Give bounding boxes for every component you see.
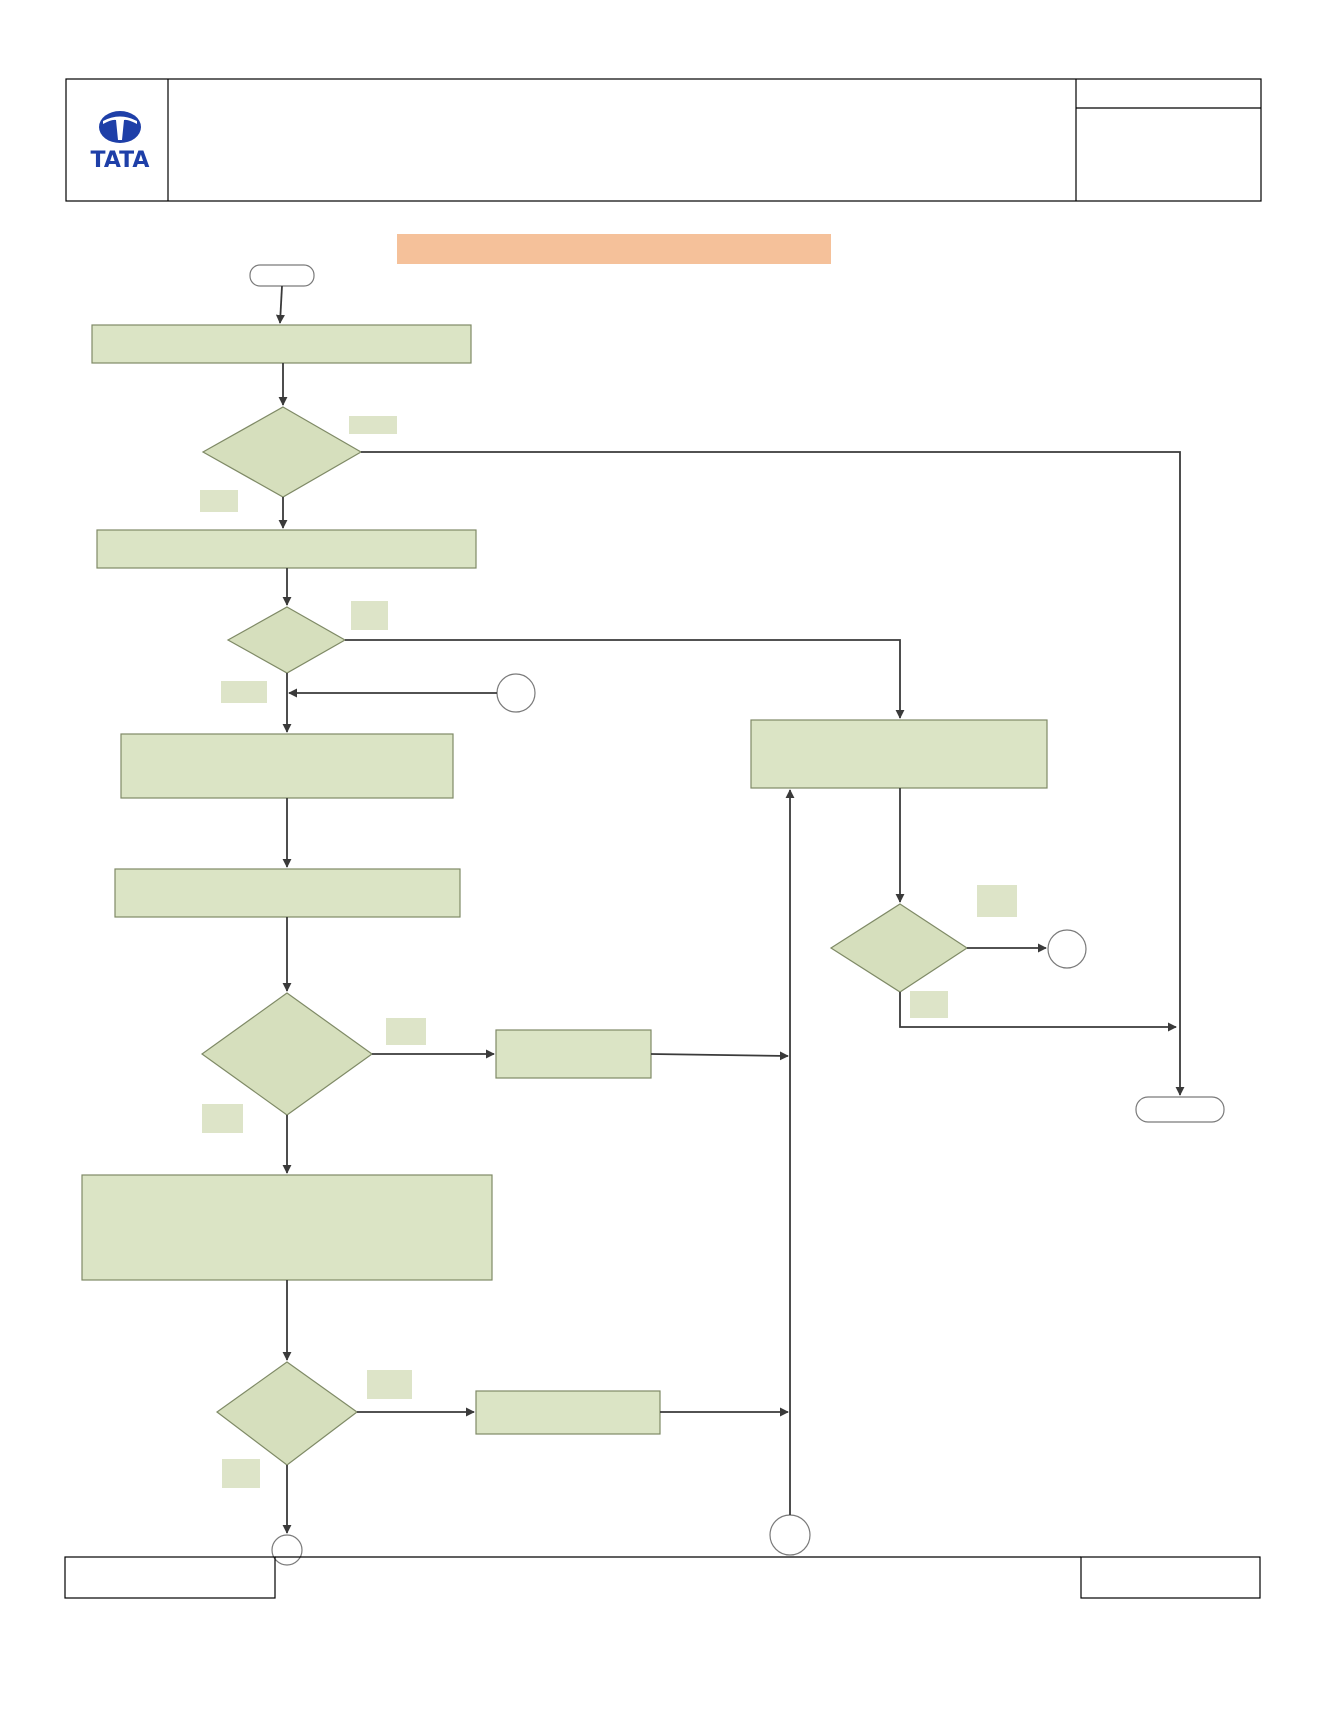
branch-labels: [200, 416, 1017, 1488]
footer-right-box: [1080, 1556, 1261, 1599]
decision-5: [829, 903, 969, 993]
branch-label-8: [222, 1459, 260, 1488]
process-box-3: [120, 733, 454, 799]
process-box-7: [475, 1390, 661, 1435]
tata-logo: TATA: [91, 111, 150, 173]
branch-label-5: [386, 1018, 426, 1045]
connector-circle-3: [769, 1514, 811, 1556]
connector-circle-2: [1047, 929, 1087, 969]
footer-left-box: [64, 1556, 276, 1599]
connector-circle-4: [271, 1534, 303, 1566]
branch-label-1: [349, 416, 397, 434]
decision-diamonds: [200, 406, 969, 1466]
branch-label-6: [202, 1104, 243, 1133]
tata-emblem-icon: [99, 111, 141, 143]
branch-label-2: [200, 490, 238, 512]
process-box-4: [114, 868, 461, 918]
footer-frame: [64, 1556, 1261, 1599]
logo-wordmark: TATA: [91, 148, 150, 173]
process-box-2: [96, 529, 477, 569]
process-box-1: [91, 324, 472, 364]
connector-circles: [271, 673, 1087, 1566]
branch-label-9: [977, 885, 1017, 917]
branch-label-10: [910, 991, 948, 1018]
start-terminator: [249, 264, 315, 287]
decision-4: [215, 1361, 359, 1466]
branch-label-3: [351, 601, 388, 630]
decision-3: [200, 992, 374, 1116]
header-frame: [65, 78, 1262, 202]
connector-lines: [275, 285, 1185, 1534]
process-box-5: [81, 1174, 493, 1281]
process-box-8: [750, 719, 1048, 789]
end-terminator: [1135, 1096, 1225, 1123]
connector-circle-1: [496, 673, 536, 713]
branch-label-4: [221, 681, 267, 703]
branch-label-7: [367, 1370, 412, 1399]
title-bar: [397, 234, 831, 264]
decision-1: [201, 406, 363, 498]
decision-2: [226, 606, 347, 674]
process-boxes: [81, 324, 1048, 1435]
process-box-6: [495, 1029, 652, 1079]
